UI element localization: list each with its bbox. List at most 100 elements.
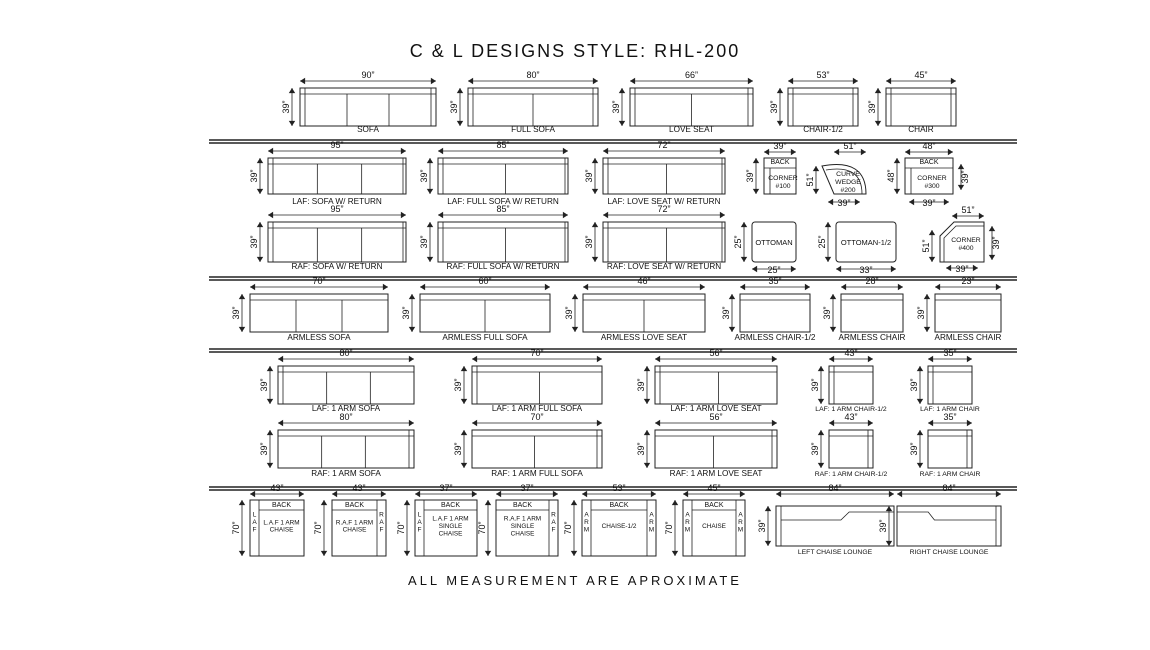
- arrow-head: [957, 164, 965, 170]
- depth-label: 39”: [259, 442, 269, 455]
- arrow-head: [764, 148, 770, 156]
- depth-label: 39”: [419, 235, 429, 248]
- furniture-piece-armless: ARMLESS CHAIR-1/235”39”: [721, 276, 816, 342]
- arrow-head: [238, 550, 246, 556]
- arrow-head: [266, 398, 274, 404]
- left-arm: [629, 87, 636, 127]
- arrow-head: [747, 77, 753, 85]
- footer-note: ALL MEASUREMENT ARE APROXIMATE: [408, 573, 742, 588]
- left-arm: [787, 87, 794, 127]
- back-label: BACK: [704, 502, 723, 509]
- right-arm: [596, 429, 603, 469]
- piece-outline: [414, 499, 478, 557]
- width-label: 35”: [943, 412, 956, 422]
- arrow-head: [988, 226, 996, 232]
- right-arm: [771, 429, 778, 469]
- arrow-head: [897, 490, 903, 498]
- arrow-head: [570, 550, 578, 556]
- piece-outline: [602, 157, 726, 195]
- piece-outline: [763, 157, 797, 195]
- piece-label: LAF: 1 ARM LOVE SEAT: [670, 404, 761, 413]
- depth-label: 39”: [991, 236, 1001, 249]
- piece-outline: [267, 157, 407, 195]
- arrow-head: [671, 550, 679, 556]
- width-label: 70”: [530, 348, 543, 358]
- piece-label: LAF: 1 ARM CHAIR: [920, 406, 980, 413]
- piece-outline: [775, 505, 895, 547]
- depth-label: 39”: [249, 235, 259, 248]
- piece-outline: [896, 505, 1002, 547]
- depth-label: 39”: [960, 170, 970, 183]
- arrow-head: [923, 326, 931, 332]
- left-arm: [267, 221, 274, 263]
- arrow-head: [256, 188, 264, 194]
- width-label: 28”: [865, 276, 878, 286]
- arrow-head: [671, 500, 679, 506]
- arrow-head: [266, 430, 274, 436]
- arrow-head: [719, 211, 725, 219]
- arrow-head: [266, 462, 274, 468]
- piece-label: RAF: SOFA W/ RETURN: [292, 262, 383, 271]
- width-label: 80”: [339, 348, 352, 358]
- depth-label: 39”: [757, 519, 767, 532]
- depth-label: 70”: [396, 521, 406, 534]
- arrow-head: [650, 490, 656, 498]
- arrow-head: [885, 506, 893, 512]
- piece-outline: [904, 157, 954, 195]
- depth-label: 39”: [231, 306, 241, 319]
- left-arm: [277, 365, 284, 405]
- arrow-head: [943, 198, 949, 206]
- arrow-head: [923, 294, 931, 300]
- piece-label: SOFA: [357, 125, 379, 134]
- arrow-head: [438, 211, 444, 219]
- depth-label: 39”: [909, 442, 919, 455]
- arrow-head: [250, 283, 256, 291]
- depth-label: 39”: [867, 100, 877, 113]
- arrow-head: [776, 88, 784, 94]
- ottoman-outline: [835, 221, 897, 263]
- arrow-head: [764, 506, 772, 512]
- arrow-head: [966, 419, 972, 427]
- arrow-head: [817, 366, 825, 372]
- arrow-head: [804, 283, 810, 291]
- arrow-head: [739, 490, 745, 498]
- arrow-head: [571, 326, 579, 332]
- piece-outline: [249, 499, 305, 557]
- arrow-head: [403, 500, 411, 506]
- depth-label: 39”: [745, 169, 755, 182]
- arrow-head: [266, 366, 274, 372]
- piece-label: RAF: 1 ARM SOFA: [311, 469, 381, 478]
- piece-label: CORNER#400: [951, 237, 981, 252]
- width-label: 70”: [312, 276, 325, 286]
- arrow-head: [893, 158, 901, 164]
- back-label: BACK: [609, 502, 628, 509]
- depth-label: 39”: [810, 378, 820, 391]
- corner-back-line: [943, 225, 984, 262]
- arrow-head: [496, 490, 502, 498]
- arrow-head: [562, 211, 568, 219]
- right-arm: [966, 429, 973, 469]
- arrow-head: [824, 256, 832, 262]
